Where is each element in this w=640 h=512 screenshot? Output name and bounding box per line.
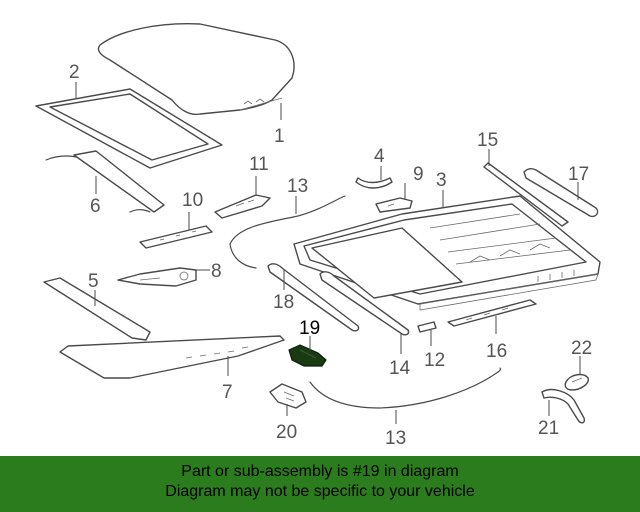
label-8: 8 — [211, 261, 222, 282]
part-21-trim[interactable] — [541, 388, 586, 424]
part-6-deflector[interactable] — [45, 150, 165, 213]
part-1-glass-panel[interactable] — [97, 23, 295, 116]
part-11-lift-arm[interactable] — [214, 194, 271, 219]
label-13b: 13 — [385, 428, 406, 449]
label-7: 7 — [222, 382, 233, 403]
part-18-seal-strip[interactable] — [267, 263, 360, 332]
label-16: 16 — [486, 341, 507, 362]
part-16-drain-rail[interactable] — [447, 299, 537, 327]
part-19-highlighted-motor[interactable] — [288, 344, 327, 367]
part-12-clip[interactable] — [417, 321, 437, 333]
label-18: 18 — [273, 292, 294, 313]
label-11: 11 — [249, 154, 269, 175]
label-9: 9 — [413, 164, 424, 185]
label-10: 10 — [182, 190, 203, 211]
label-5: 5 — [88, 271, 99, 292]
part-5-side-panel[interactable] — [43, 277, 151, 341]
part-15-rail[interactable] — [483, 162, 569, 227]
part-10-guide-bracket[interactable] — [139, 225, 213, 249]
label-3: 3 — [436, 170, 447, 191]
part-13-drain-hose-side — [229, 243, 257, 269]
banner-line-2: Diagram may not be specific to your vehi… — [165, 483, 475, 500]
part-9-bracket[interactable] — [375, 197, 413, 213]
part-13-drain-hose-lower[interactable] — [309, 367, 502, 409]
banner-line-1: Part or sub-assembly is #19 in diagram — [181, 463, 459, 480]
label-21: 21 — [538, 418, 559, 439]
label-13a: 13 — [287, 176, 308, 197]
label-12: 12 — [424, 350, 445, 371]
label-6: 6 — [90, 196, 101, 217]
label-2: 2 — [69, 62, 80, 83]
part-14-seal[interactable] — [319, 271, 410, 336]
part-3-sunroof-frame[interactable] — [293, 195, 601, 311]
part-2-seal-frame[interactable] — [35, 88, 223, 169]
label-22: 22 — [571, 338, 592, 359]
label-17: 17 — [568, 164, 589, 185]
label-1: 1 — [274, 126, 285, 147]
part-8-mechanism[interactable] — [117, 267, 197, 287]
part-20-bracket[interactable] — [269, 383, 307, 409]
part-22-knob[interactable] — [564, 373, 589, 391]
label-20: 20 — [276, 422, 297, 443]
part-13-drain-hose-upper[interactable] — [229, 195, 346, 245]
label-14: 14 — [389, 358, 411, 379]
info-banner: Part or sub-assembly is #19 in diagram D… — [0, 456, 640, 512]
part-7-lower-rail[interactable] — [59, 335, 285, 379]
label-19: 19 — [299, 318, 320, 339]
part-17-guide-rail[interactable] — [523, 167, 599, 218]
part-4-clip[interactable] — [355, 177, 393, 189]
parts-diagram: 1 2 6 10 11 13 4 9 — [35, 23, 601, 449]
label-15: 15 — [477, 130, 498, 151]
label-4: 4 — [374, 146, 385, 167]
